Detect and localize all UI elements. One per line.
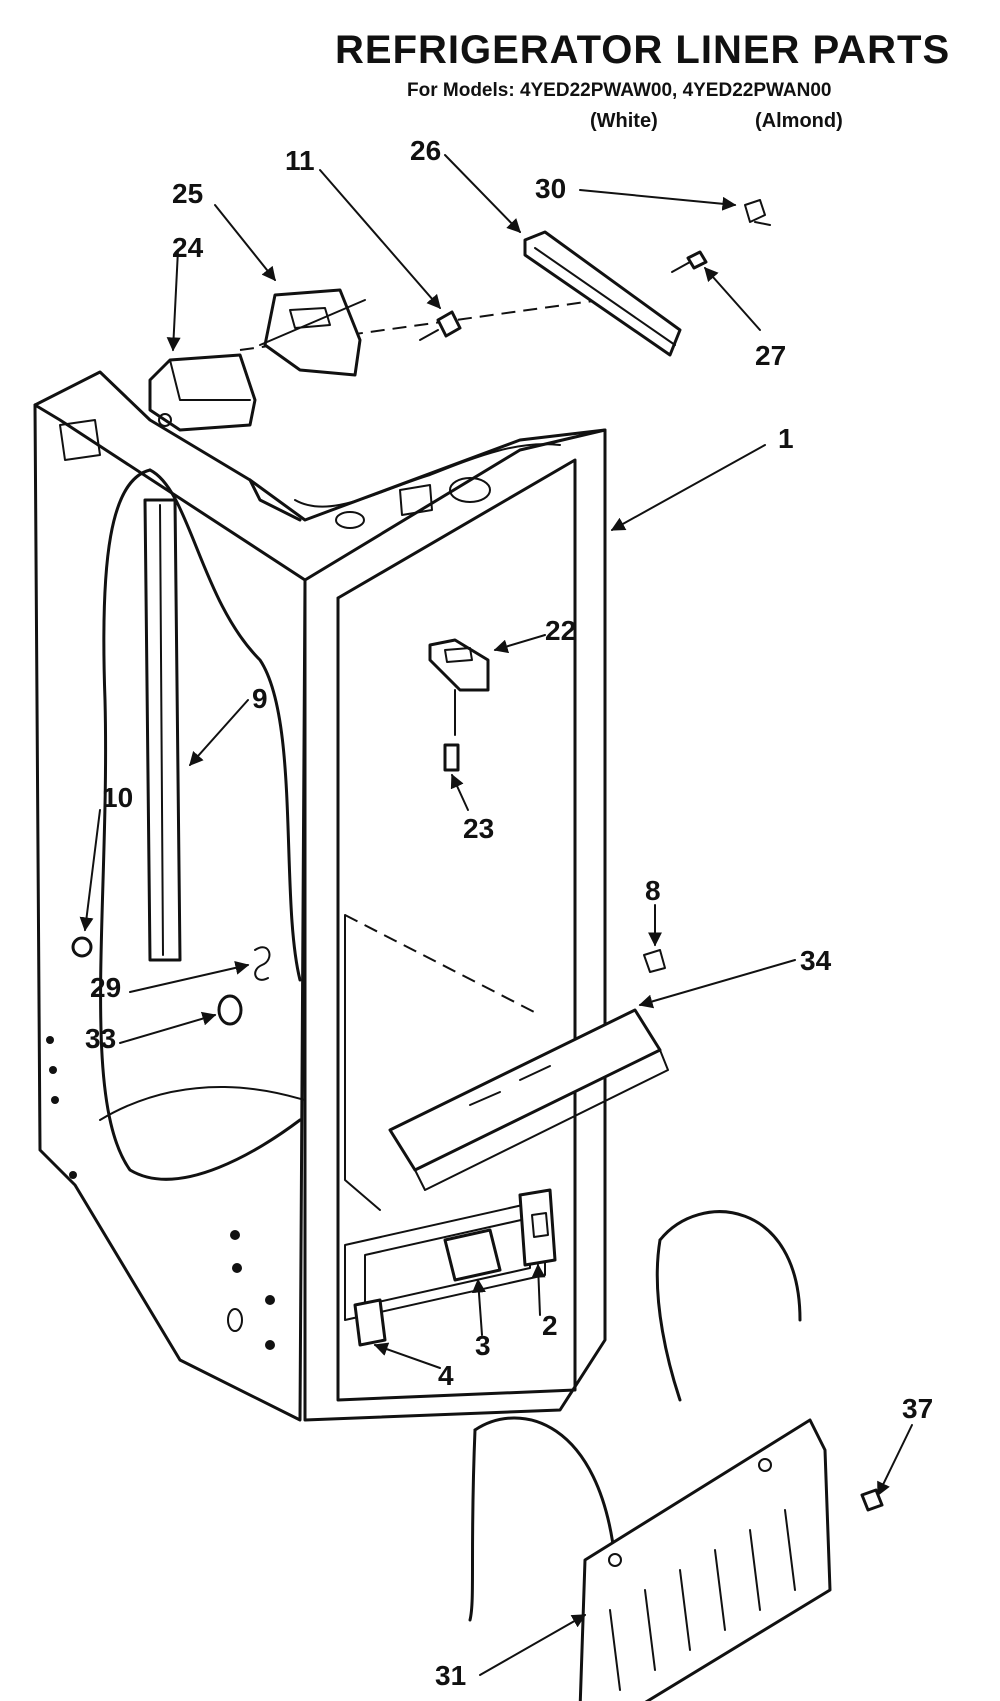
callout-4: 4: [438, 1360, 454, 1391]
callout-31: 31: [435, 1660, 466, 1691]
callout-11: 11: [285, 145, 315, 176]
callout-24: 24: [172, 232, 204, 263]
liner-cabinet: [33, 299, 607, 1422]
model-numbers: For Models: 4YED22PWAW00, 4YED22PWAN00: [407, 80, 832, 101]
color-label-white: (White): [590, 110, 658, 132]
callout-27: 27: [755, 340, 786, 371]
part-33-lamp: [217, 994, 243, 1026]
callout-30: 30: [535, 173, 566, 204]
callout-33: 33: [85, 1023, 116, 1054]
part-23-screw: [443, 743, 460, 772]
part-2-bracket: [518, 1188, 557, 1267]
part-34-shelf-guard: [388, 1008, 669, 1191]
part-8-clip: [643, 949, 666, 973]
callout-29: 29: [90, 972, 121, 1003]
callout-3: 3: [475, 1330, 491, 1361]
diagram-title: REFRIGERATOR LINER PARTS: [335, 28, 951, 72]
callout-37: 37: [902, 1393, 933, 1424]
part-11-screw: [419, 310, 462, 341]
part-3-bracket: [443, 1228, 502, 1282]
diagram-header: REFRIGERATOR LINER PARTS For Models: 4YE…: [0, 0, 1000, 150]
callout-10: 10: [102, 782, 133, 813]
part-29-spring: [254, 946, 271, 981]
callout-numbers: 1 2 3 4 8 9 10 11 22 23 24 25 26 27 29 3…: [85, 135, 933, 1691]
callout-1: 1: [778, 423, 794, 454]
callout-25: 25: [172, 178, 203, 209]
part-22-bracket: [428, 638, 490, 736]
callout-26: 26: [410, 135, 441, 166]
part-10-screw: [71, 936, 93, 958]
part-26-channel: [523, 230, 682, 357]
part-24-housing: [148, 353, 257, 432]
part-30-clip: [744, 199, 771, 226]
callout-23: 23: [463, 813, 494, 844]
part-31-heater: [468, 1210, 832, 1701]
callout-22: 22: [545, 615, 576, 646]
part-4-bracket: [353, 1298, 387, 1347]
callout-8: 8: [645, 875, 661, 906]
part-27-screw: [671, 250, 708, 273]
part-25-bracket: [259, 288, 366, 377]
color-label-almond: (Almond): [755, 110, 843, 132]
leader-lines: [79, 154, 913, 1676]
callout-34: 34: [800, 945, 832, 976]
callout-2: 2: [542, 1310, 558, 1341]
callout-9: 9: [252, 683, 268, 714]
